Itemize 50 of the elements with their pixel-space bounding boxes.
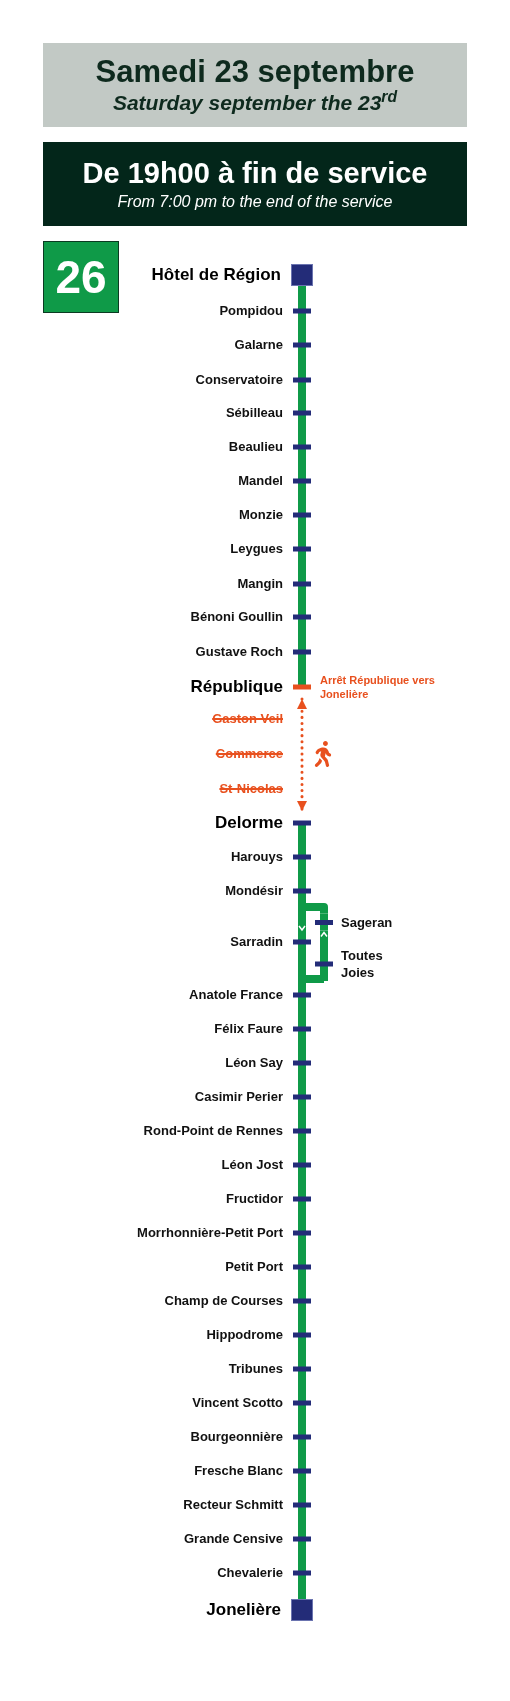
stop-name: Fructidor [225, 1190, 283, 1208]
cancelled-stop-name: Commerce [215, 745, 283, 763]
stop-name: Gustave Roch [195, 643, 283, 661]
stop-name: Bénoni Goullin [190, 608, 283, 626]
stop-name: Fresche Blanc [194, 1462, 283, 1480]
stop-name: Pompidou [219, 302, 283, 320]
stop-name: Sageran [341, 913, 394, 931]
stop-name: Conservatoire [195, 371, 283, 389]
stop-name: Anatole France [189, 986, 283, 1004]
stop-name: Beaulieu [228, 438, 283, 456]
stop-name: Bourgeonnière [190, 1428, 283, 1446]
cancelled-stop-name: St-Nicolas [219, 780, 283, 798]
stop-note: Arrêt République vers Jonelière [320, 673, 436, 701]
stop-name: Mondésir [225, 882, 283, 900]
stop-name: Mangin [237, 575, 283, 593]
stop-name: Sarradin [230, 933, 283, 951]
stop-name: Galarne [234, 336, 283, 354]
stop-name: Grande Censive [184, 1530, 283, 1548]
stop-name: Léon Jost [221, 1156, 283, 1174]
stop-name: Chevalerie [217, 1564, 283, 1582]
dotted-arrow [297, 697, 307, 813]
time-banner [43, 142, 467, 226]
stop-name: Léon Say [225, 1054, 283, 1072]
time-subheading: From 7:00 pm to the end of the service [117, 192, 393, 212]
stop-name: Petit Port [225, 1258, 283, 1276]
line-number-badge: 26 [43, 241, 119, 313]
stop-name: Félix Faure [214, 1020, 283, 1038]
stop-name: Delorme [214, 812, 283, 834]
stop-name: Casimir Perier [194, 1088, 283, 1106]
stop-name: Recteur Schmitt [183, 1496, 283, 1514]
stop-name: Morrhonnière-Petit Port [137, 1224, 283, 1242]
stop-name: Vincent Scotto [192, 1394, 283, 1412]
date-heading: Samedi 23 septembre [95, 54, 415, 90]
stop-name: Hôtel de Région [151, 264, 281, 286]
stop-name: Leygues [230, 540, 283, 558]
stop-name: Harouys [230, 848, 283, 866]
stop-name: Jonelière [206, 1599, 281, 1621]
stop-name: République [190, 676, 283, 698]
stop-name: Monzie [238, 506, 283, 524]
stop-name: Toutes Joies [341, 947, 384, 981]
stop-name: Hippodrome [206, 1326, 283, 1344]
stop-name: Sébilleau [225, 404, 283, 422]
stop-name: Rond-Point de Rennes [143, 1122, 283, 1140]
stop-name: Mandel [238, 472, 283, 490]
time-heading: De 19h00 à fin de service [82, 156, 428, 191]
stop-name: Champ de Courses [164, 1292, 283, 1310]
stop-name: Tribunes [228, 1360, 283, 1378]
date-banner [43, 43, 467, 127]
cancelled-stop-name: Gaston Veil [212, 710, 283, 728]
date-subheading: Saturday september the 23$^{rd}$ [112, 90, 398, 116]
